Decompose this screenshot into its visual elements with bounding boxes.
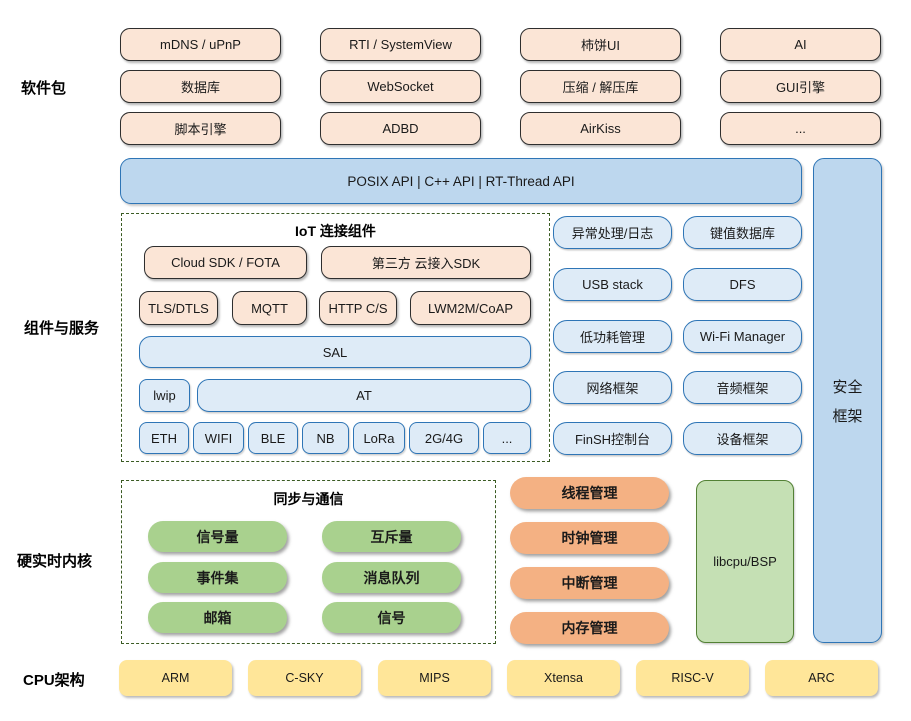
package-box: 柿饼UI xyxy=(520,28,681,61)
service-box: 异常处理/日志 xyxy=(553,216,672,249)
ipc-box: 消息队列 xyxy=(322,562,461,593)
package-box: 数据库 xyxy=(120,70,281,103)
service-box: 低功耗管理 xyxy=(553,320,672,353)
ipc-box: 互斥量 xyxy=(322,521,461,552)
service-box: 网络框架 xyxy=(553,371,672,404)
package-box: ADBD xyxy=(320,112,481,145)
link-box: 2G/4G xyxy=(409,422,479,454)
link-box: LoRa xyxy=(353,422,405,454)
ipc-box: 邮箱 xyxy=(148,602,287,633)
package-box: WebSocket xyxy=(320,70,481,103)
cpu-arch-box: RISC-V xyxy=(636,660,749,696)
sync-communication-group: 同步与通信 信号量 互斥量 事件集 消息队列 邮箱 信号 xyxy=(121,480,496,644)
protocol-box: MQTT xyxy=(232,291,307,325)
lwip-box: lwip xyxy=(139,379,190,412)
iot-group-title: IoT 连接组件 xyxy=(295,223,376,239)
kernel-mgmt-box: 内存管理 xyxy=(510,612,669,644)
service-box: 设备框架 xyxy=(683,422,802,455)
ipc-box: 信号 xyxy=(322,602,461,633)
api-bar: POSIX API | C++ API | RT-Thread API xyxy=(120,158,802,204)
protocol-box: HTTP C/S xyxy=(319,291,397,325)
section-label-cpu-arch: CPU架构 xyxy=(23,672,85,689)
link-box: BLE xyxy=(248,422,298,454)
iot-connectivity-group: IoT 连接组件 Cloud SDK / FOTA 第三方 云接入SDK TLS… xyxy=(121,213,550,462)
package-box: ... xyxy=(720,112,881,145)
link-box: NB xyxy=(302,422,349,454)
libcpu-bsp-box: libcpu/BSP xyxy=(696,480,794,643)
ipc-box: 事件集 xyxy=(148,562,287,593)
security-framework-label: 安全 框架 xyxy=(832,378,863,425)
sal-bar: SAL xyxy=(139,336,531,368)
service-box: 键值数据库 xyxy=(683,216,802,249)
cpu-arch-box: MIPS xyxy=(378,660,491,696)
package-box: 压缩 / 解压库 xyxy=(520,70,681,103)
kernel-mgmt-box: 时钟管理 xyxy=(510,522,669,554)
link-box: ... xyxy=(483,422,531,454)
package-box: GUI引擎 xyxy=(720,70,881,103)
third-party-cloud-sdk-box: 第三方 云接入SDK xyxy=(321,246,531,279)
section-label-components-services: 组件与服务 xyxy=(24,320,100,337)
service-box: 音频框架 xyxy=(683,371,802,404)
service-box: DFS xyxy=(683,268,802,301)
ipc-box: 信号量 xyxy=(148,521,287,552)
service-box: USB stack xyxy=(553,268,672,301)
cpu-arch-box: ARM xyxy=(119,660,232,696)
link-box: WIFI xyxy=(193,422,244,454)
security-framework-box: 安全 框架 xyxy=(813,158,882,643)
section-label-software-packages: 软件包 xyxy=(21,80,67,97)
sync-group-title: 同步与通信 xyxy=(273,491,344,507)
cpu-arch-box: ARC xyxy=(765,660,878,696)
cpu-arch-box: C-SKY xyxy=(248,660,361,696)
package-box: 脚本引擎 xyxy=(120,112,281,145)
kernel-mgmt-box: 中断管理 xyxy=(510,567,669,599)
cpu-arch-box: Xtensa xyxy=(507,660,620,696)
link-box: ETH xyxy=(139,422,189,454)
service-box: Wi-Fi Manager xyxy=(683,320,802,353)
package-box: AirKiss xyxy=(520,112,681,145)
package-box: RTI / SystemView xyxy=(320,28,481,61)
at-bar: AT xyxy=(197,379,531,412)
package-box: AI xyxy=(720,28,881,61)
protocol-box: LWM2M/CoAP xyxy=(410,291,531,325)
package-box: mDNS / uPnP xyxy=(120,28,281,61)
cloud-sdk-fota-box: Cloud SDK / FOTA xyxy=(144,246,307,279)
section-label-kernel: 硬实时内核 xyxy=(17,553,93,570)
service-box: FinSH控制台 xyxy=(553,422,672,455)
protocol-box: TLS/DTLS xyxy=(139,291,218,325)
kernel-mgmt-box: 线程管理 xyxy=(510,477,669,509)
